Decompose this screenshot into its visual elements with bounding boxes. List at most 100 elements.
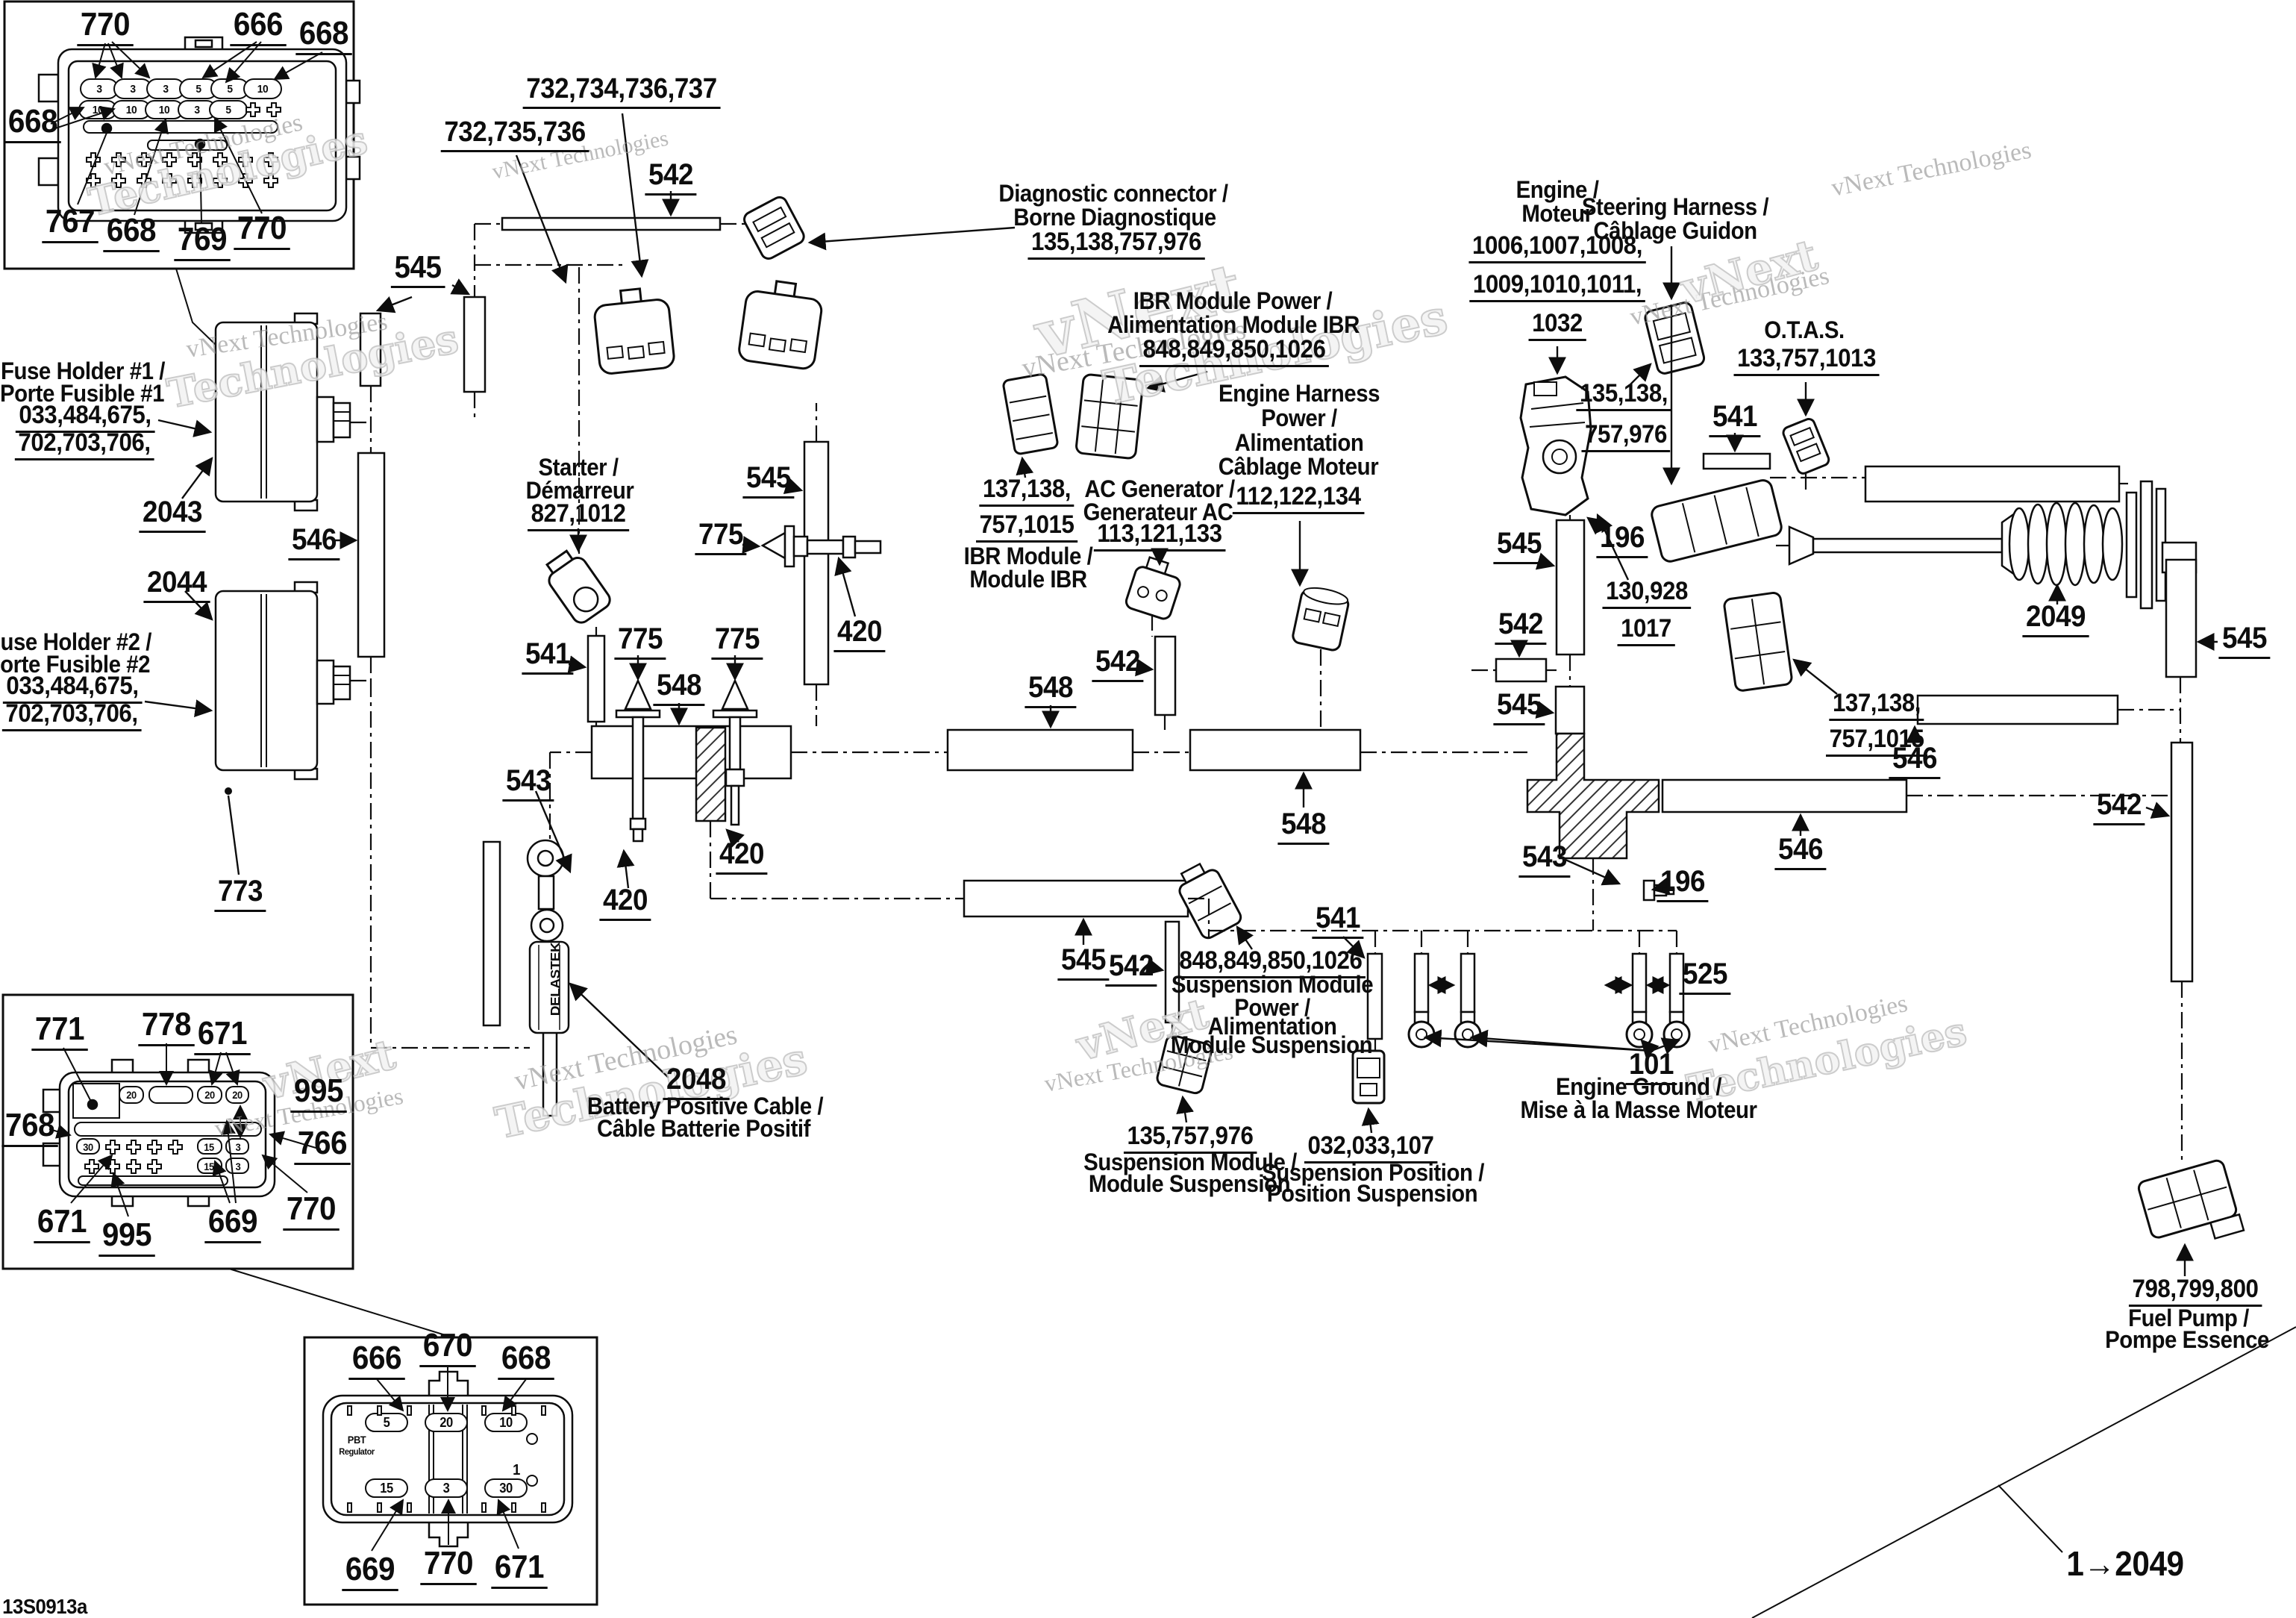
fuel-pump-partnos: 798,799,800 xyxy=(2128,1275,2262,1308)
ac-generator-caption-1: AC Generator / xyxy=(1084,475,1235,502)
label-542-engine: 542 xyxy=(1495,608,1547,645)
inset1-label-668-c: 668 xyxy=(103,213,160,252)
inset3-label-770: 770 xyxy=(420,1546,477,1585)
inset3-fuse: 20 xyxy=(440,1415,453,1430)
inset1-pin: 10 xyxy=(158,104,170,116)
fuse1-partnos-2: 702,703,706, xyxy=(14,429,154,461)
inset1-pin: 3 xyxy=(194,104,200,116)
inset2-label-770: 770 xyxy=(283,1192,340,1231)
inset3-label-669: 669 xyxy=(342,1552,398,1591)
label-545-far-right: 545 xyxy=(2218,622,2271,659)
cable-seal-775-left xyxy=(615,678,661,843)
engine-harness-partnos: 112,122,134 xyxy=(1232,483,1365,515)
ac-generator-caption-2: Generateur AC xyxy=(1083,499,1233,525)
inset2-slot: 15 xyxy=(204,1141,214,1153)
inset3-label-671: 671 xyxy=(491,1550,548,1589)
label-542-fuel: 542 xyxy=(2093,789,2145,825)
steering-caption-2: Câblage Guidon xyxy=(1593,217,1757,244)
regulator-connector-right xyxy=(738,280,823,370)
inset2-label-768: 768 xyxy=(1,1108,58,1147)
engine-harness-caption-3: Alimentation xyxy=(1234,429,1364,456)
starter-caption-2: Démarreur xyxy=(525,477,634,504)
engine-partnos-2: 1009,1010,1011, xyxy=(1469,271,1645,303)
fuse2-ground-dot xyxy=(225,787,232,795)
inset3-label-668: 668 xyxy=(498,1341,554,1380)
label-420-c: 420 xyxy=(716,838,768,875)
inset2-slot: 20 xyxy=(204,1089,215,1101)
engine-harness-connector-drawing xyxy=(1723,591,1793,692)
label-545-left: 545 xyxy=(390,251,445,288)
susp-power-partnos: 848,849,850,1026 xyxy=(1175,947,1366,979)
steering-connector-drawing xyxy=(1644,302,1706,375)
susp-module-partnos: 135,757,976 xyxy=(1123,1122,1257,1155)
inset2-label-669: 669 xyxy=(204,1205,261,1243)
label-2044: 2044 xyxy=(143,566,210,603)
ibr-module-caption-1: IBR Module / xyxy=(963,543,1093,569)
fuse2-partnos-2: 702,703,706, xyxy=(1,700,142,732)
inset2-label-995-a: 995 xyxy=(290,1074,347,1113)
inset1-pin: 3 xyxy=(96,83,102,96)
label-542-susp: 542 xyxy=(1105,950,1157,987)
reference-diagonal-line xyxy=(1751,1326,2296,1618)
label-541-susp: 541 xyxy=(1312,902,1364,939)
steering-mating-connector-drawing xyxy=(1651,479,1783,563)
suspension-module-connector-drawing xyxy=(1156,1034,1213,1095)
fuel-pump-connector-drawing xyxy=(2137,1159,2245,1240)
diagram-code: 13S0913a xyxy=(2,1595,87,1618)
steering-bellows-drawing xyxy=(1788,480,2198,678)
inset2-label-995-b: 995 xyxy=(98,1218,155,1257)
ibr-module-partnos-2: 757,1015 xyxy=(976,511,1077,543)
delastek-marking: DELASTEK xyxy=(548,942,563,1016)
inset1-pin: 5 xyxy=(195,83,201,96)
figure-reference: 1→2049 xyxy=(2066,1544,2184,1583)
label-775-c: 775 xyxy=(711,623,763,660)
inset1-connector-drawing xyxy=(37,36,361,234)
label-548-b: 548 xyxy=(1025,672,1077,708)
susp-position-partnos: 032,033,107 xyxy=(1304,1132,1438,1164)
inset1-label-769: 769 xyxy=(174,222,231,261)
label-546-right-b: 546 xyxy=(1889,743,1941,779)
steering-caption-1: Steering Harness / xyxy=(1581,193,1769,220)
inset1-pin: 10 xyxy=(125,104,137,116)
suspension-power-connector-drawing xyxy=(1178,862,1242,940)
diagnostic-connector-drawing xyxy=(743,196,805,260)
ground-ring-terminals xyxy=(1407,1011,1691,1049)
label-545-susp: 545 xyxy=(1057,944,1110,981)
label-541-starter: 541 xyxy=(522,638,574,675)
label-420-b: 420 xyxy=(599,884,651,921)
otas-connector-drawing xyxy=(1782,418,1830,475)
label-732-735-736: 732,735,736 xyxy=(440,117,589,152)
engine-harness-power-connector-drawing xyxy=(1292,587,1350,652)
label-2048: 2048 xyxy=(663,1063,730,1100)
fuse2-caption-2: Porte Fusible #2 xyxy=(0,651,151,678)
susp-power-caption-1: Suspension Module xyxy=(1171,971,1374,998)
inset1-label-767: 767 xyxy=(42,204,98,243)
label-2049: 2049 xyxy=(2022,601,2089,637)
fuse1-caption-2: Porte Fusible #1 xyxy=(0,380,165,407)
diagnostic-partnos: 135,138,757,976 xyxy=(1027,228,1205,260)
label-732-734-736-737: 732,734,736,737 xyxy=(522,74,721,109)
regulator-connector-left xyxy=(593,287,675,375)
inset1-pin: 10 xyxy=(92,104,104,116)
engine-caption-1: Engine / xyxy=(1515,176,1599,203)
engine-partnos-1: 1006,1007,1008, xyxy=(1468,232,1646,264)
inset1-pin: 10 xyxy=(257,83,269,96)
label-130-928: 130,928 xyxy=(1602,578,1692,610)
label-545-engine-a: 545 xyxy=(1493,528,1545,564)
inset1-label-666: 666 xyxy=(230,7,287,46)
hatched-junction xyxy=(695,726,1675,902)
inset1-pin: 5 xyxy=(225,104,231,116)
battery-cable-drawing xyxy=(526,839,570,1034)
inset3-fuse: 10 xyxy=(499,1415,513,1430)
inset2-slot: 3 xyxy=(235,1141,241,1153)
right-partnos-2: 757,1015 xyxy=(1826,725,1927,758)
ibr-module-partnos-1: 137,138, xyxy=(979,475,1075,507)
fuse-holder-2-drawing xyxy=(214,581,351,781)
inset3-molding-1: PBT xyxy=(347,1434,366,1446)
label-541-right-top: 541 xyxy=(1709,401,1761,437)
label-543-right: 543 xyxy=(1518,841,1571,878)
inset1-label-668-a: 668 xyxy=(295,16,352,55)
susp-position-caption-2: Position Suspension xyxy=(1266,1180,1478,1207)
inset2-label-766: 766 xyxy=(294,1126,351,1165)
